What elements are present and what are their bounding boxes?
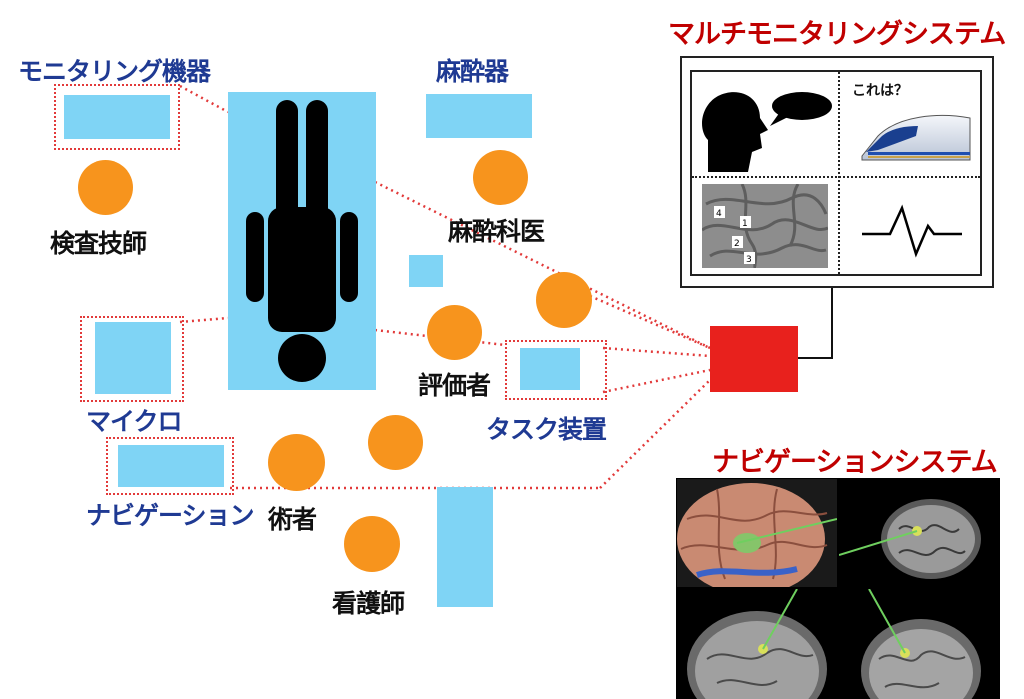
anesthesiologist-label: 麻酔科医 bbox=[448, 217, 545, 246]
waveform-icon bbox=[862, 204, 962, 258]
train-icon bbox=[861, 114, 971, 161]
multi-monitoring-panel: これは？ 4 1 2 bbox=[680, 56, 994, 288]
grid-divider-v bbox=[838, 72, 840, 274]
navigation-system-title: ナビゲーションシステム bbox=[712, 447, 998, 478]
anesthesia-machine bbox=[426, 94, 532, 138]
nav-axial-view bbox=[839, 479, 999, 587]
hub-device bbox=[710, 326, 798, 392]
task-device-label: タスク装置 bbox=[486, 415, 607, 444]
brain-marker-3: 3 bbox=[746, 255, 752, 265]
link-monitoring-patient bbox=[179, 84, 229, 114]
brain-marker-2: 2 bbox=[734, 239, 740, 249]
link-patient-hub bbox=[374, 180, 711, 350]
brain-mri-image: 4 1 2 3 bbox=[702, 184, 828, 268]
link-patient-task bbox=[374, 328, 506, 347]
monitoring-device-frame bbox=[54, 84, 180, 150]
micro-frame bbox=[80, 316, 184, 402]
surgeon-label: 術者 bbox=[268, 505, 317, 534]
multi-monitoring-title: マルチモニタリングシステム bbox=[668, 19, 1006, 50]
link-micro-patient bbox=[179, 316, 229, 324]
patient-figure-icon bbox=[246, 100, 358, 382]
surgeon-person bbox=[268, 434, 325, 491]
anesthesiologist-person bbox=[473, 150, 528, 205]
microscope bbox=[95, 322, 171, 394]
monitoring-device-label: モニタリング機器 bbox=[18, 57, 211, 86]
monitoring-device bbox=[64, 95, 170, 139]
brain-marker-4: 4 bbox=[716, 209, 722, 219]
navigation-frame bbox=[106, 437, 234, 495]
speaking-head-icon bbox=[702, 92, 832, 172]
nav-3d-brain-view bbox=[677, 479, 837, 587]
anesthesia-machine-label: 麻酔器 bbox=[436, 57, 509, 86]
instrument-table bbox=[437, 487, 493, 607]
link-hub-monitor bbox=[798, 285, 833, 359]
evaluator-person bbox=[427, 305, 482, 360]
nurse-label: 看護師 bbox=[332, 589, 405, 618]
examiner-tech-label: 検査技師 bbox=[50, 229, 147, 258]
navigation-device bbox=[118, 445, 224, 487]
evaluator-label: 評価者 bbox=[418, 371, 491, 400]
micro-label: マイクロ bbox=[86, 407, 183, 436]
link-nav-hub bbox=[599, 379, 711, 489]
task-device-frame bbox=[505, 340, 607, 400]
assistant-person bbox=[368, 415, 423, 470]
small-device bbox=[409, 255, 443, 287]
task-device bbox=[520, 348, 580, 390]
link-task-hub-a bbox=[602, 346, 711, 358]
question-text: これは？ bbox=[852, 83, 908, 99]
nav-coronal-view bbox=[839, 589, 999, 699]
brain-marker-1: 1 bbox=[742, 219, 748, 229]
anesthesia-staff-person bbox=[536, 272, 592, 328]
grid-divider-h bbox=[692, 176, 980, 178]
navigation-label: ナビゲーション bbox=[86, 501, 255, 530]
navigation-system-panel bbox=[676, 478, 1000, 699]
examiner-tech-person bbox=[78, 160, 133, 215]
link-anesth-hub bbox=[589, 294, 711, 350]
nav-sagittal-view bbox=[677, 589, 837, 699]
monitor-grid: これは？ 4 1 2 bbox=[690, 70, 982, 276]
nurse-person bbox=[344, 516, 400, 572]
link-task-hub-b bbox=[602, 368, 711, 394]
